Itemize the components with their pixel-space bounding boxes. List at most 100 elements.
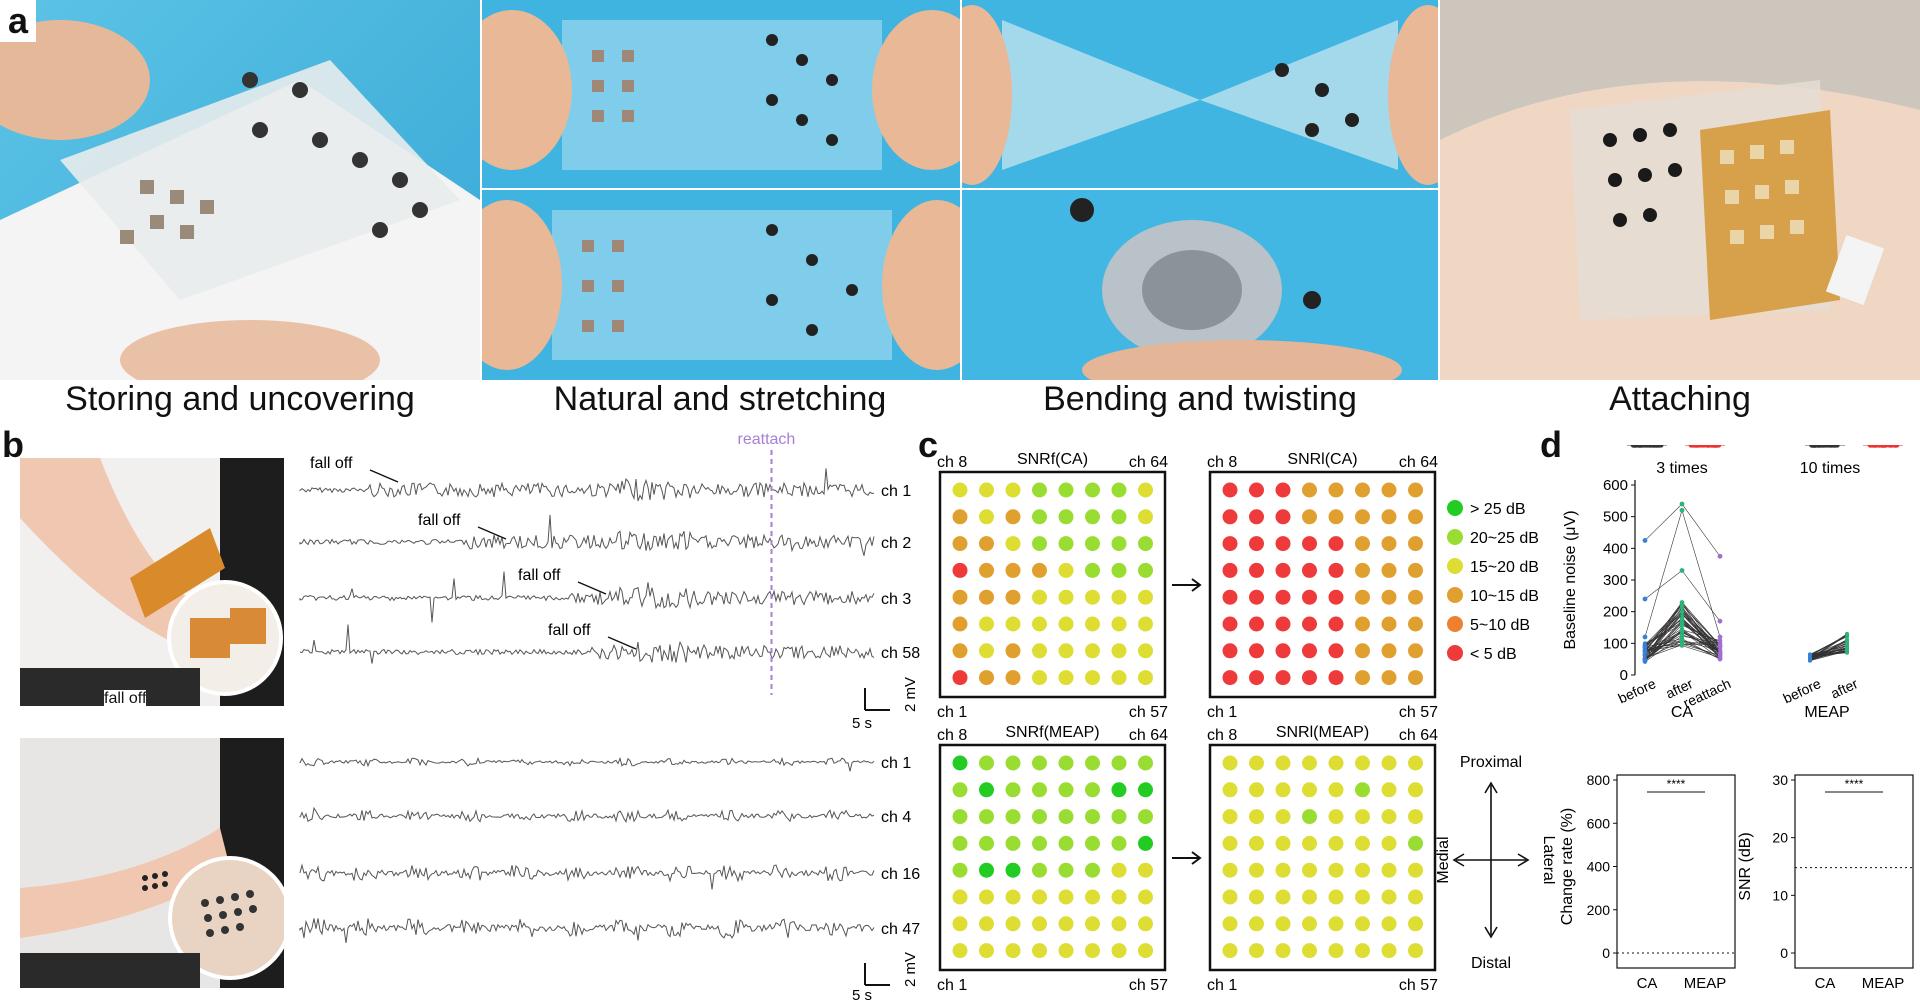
electrode-dot [1138, 643, 1153, 659]
electrode-dot [1085, 509, 1100, 525]
top-ytick-label: 500 [1603, 509, 1628, 526]
ca-after-pt [1679, 605, 1685, 610]
meap-x-label: after [1828, 675, 1860, 701]
electrode-dot [1222, 536, 1238, 552]
fall-off-label: fall off [518, 567, 561, 584]
electrode-dot [952, 782, 968, 798]
electrode-dot [1275, 643, 1291, 659]
ca-after-pt [1679, 632, 1685, 637]
meap-before-pt [1808, 653, 1812, 658]
ca-reattach-pt [1717, 656, 1723, 662]
electrode-dot [1275, 536, 1291, 552]
electrode-dot [1355, 835, 1370, 851]
electrode-dot [952, 943, 968, 959]
ca-before-pt [1642, 648, 1648, 653]
electrode-dot [1302, 643, 1317, 659]
change-pt [1700, 445, 1706, 448]
electrode-dot [1302, 589, 1317, 605]
fall-off-label: fall off [548, 622, 591, 639]
electrode-dot [979, 509, 994, 525]
electrode-dot [1355, 536, 1370, 552]
electrode-dot [1328, 835, 1344, 851]
electrode-dot [1381, 835, 1397, 851]
electrode-dot [1249, 482, 1264, 498]
electrode-dot [1408, 482, 1423, 498]
electrode-dot [1408, 589, 1423, 605]
electrode-dot [1302, 809, 1317, 825]
top-ytick-label: 0 [1620, 667, 1628, 684]
change-pt [1707, 445, 1713, 448]
electrode-dot [1005, 809, 1021, 825]
electrode-dot [979, 835, 994, 851]
trace-top-1 [299, 468, 875, 502]
snr-ylabel: SNR (dB) [1737, 832, 1754, 900]
electrode-dot [952, 616, 968, 632]
electrode-dot [1328, 809, 1344, 825]
ca-reattach-pt [1717, 641, 1723, 646]
change-ytick-label: 400 [1587, 859, 1611, 875]
electrode-dot [1138, 670, 1153, 686]
electrode-dot [952, 670, 968, 686]
ca-after-pt [1679, 601, 1685, 606]
electrode-dot [979, 782, 994, 798]
electrode-dot [1111, 782, 1127, 798]
electrode-dot [1355, 643, 1370, 659]
electrode-dot [1249, 643, 1264, 659]
trace-bottom-2 [299, 806, 875, 823]
ca-after-pt [1679, 622, 1685, 628]
electrode-dot [1032, 616, 1047, 632]
electrode-dot [1355, 916, 1370, 932]
channel-label-bottom: ch 16 [881, 866, 920, 883]
electrode-dot [1005, 562, 1021, 578]
change-x-label: MEAP [1684, 975, 1727, 992]
grid-frame [1208, 470, 1437, 699]
electrode-dot [1355, 482, 1370, 498]
fall-off-arrow [477, 526, 507, 540]
electrode-dot [1355, 889, 1370, 905]
electrode-dot [1408, 643, 1423, 659]
legend-label: < 5 dB [1470, 646, 1517, 663]
grid-title: SNRl(CA) [1287, 451, 1357, 468]
ca-before-pt [1642, 634, 1648, 640]
electrode-dot [1058, 589, 1074, 605]
electrode-dot [1355, 809, 1370, 825]
electrode-dot [1408, 809, 1423, 825]
ca-after-pt [1679, 642, 1685, 647]
electrode-dot [1328, 643, 1344, 659]
electrode-dot [1249, 809, 1264, 825]
electrode-dot [979, 809, 994, 825]
electrode-dot [1328, 943, 1344, 959]
electrode-dot [1222, 616, 1238, 632]
electrode-dot [1355, 862, 1370, 878]
electrode-dot [1302, 916, 1317, 932]
electrode-dot [979, 589, 994, 605]
electrode-dot [979, 562, 994, 578]
photo-arm-ca [20, 458, 284, 706]
legend-label: > 25 dB [1470, 501, 1526, 518]
electrode-dot [979, 616, 994, 632]
panel-c-letter: c [918, 424, 939, 465]
electrode-dot [1005, 482, 1021, 498]
photo-attaching [1440, 0, 1920, 380]
electrode-dot [1249, 509, 1264, 525]
electrode-dot [1058, 482, 1074, 498]
grid-corner-br: ch 57 [1129, 704, 1168, 721]
change-ytick-label: 800 [1587, 772, 1611, 788]
electrode-dot [1275, 755, 1291, 771]
meap-x-label: before [1781, 675, 1824, 706]
grid-title: SNRf(CA) [1017, 451, 1088, 468]
scale-bar-top [864, 688, 890, 711]
grid-frame [1208, 743, 1437, 972]
electrode-dot [1085, 482, 1100, 498]
caption-natural: Natural and stretching [553, 380, 887, 418]
electrode-dot [1381, 670, 1397, 686]
electrode-dot [1005, 862, 1021, 878]
grid-corner-tl: ch 8 [1207, 454, 1237, 471]
electrode-dot [1381, 889, 1397, 905]
snr-ytick-label: 20 [1772, 830, 1788, 846]
change-pt [1658, 445, 1664, 448]
electrode-dot [1381, 509, 1397, 525]
change-ylabel: Change rate (%) [1559, 808, 1576, 925]
